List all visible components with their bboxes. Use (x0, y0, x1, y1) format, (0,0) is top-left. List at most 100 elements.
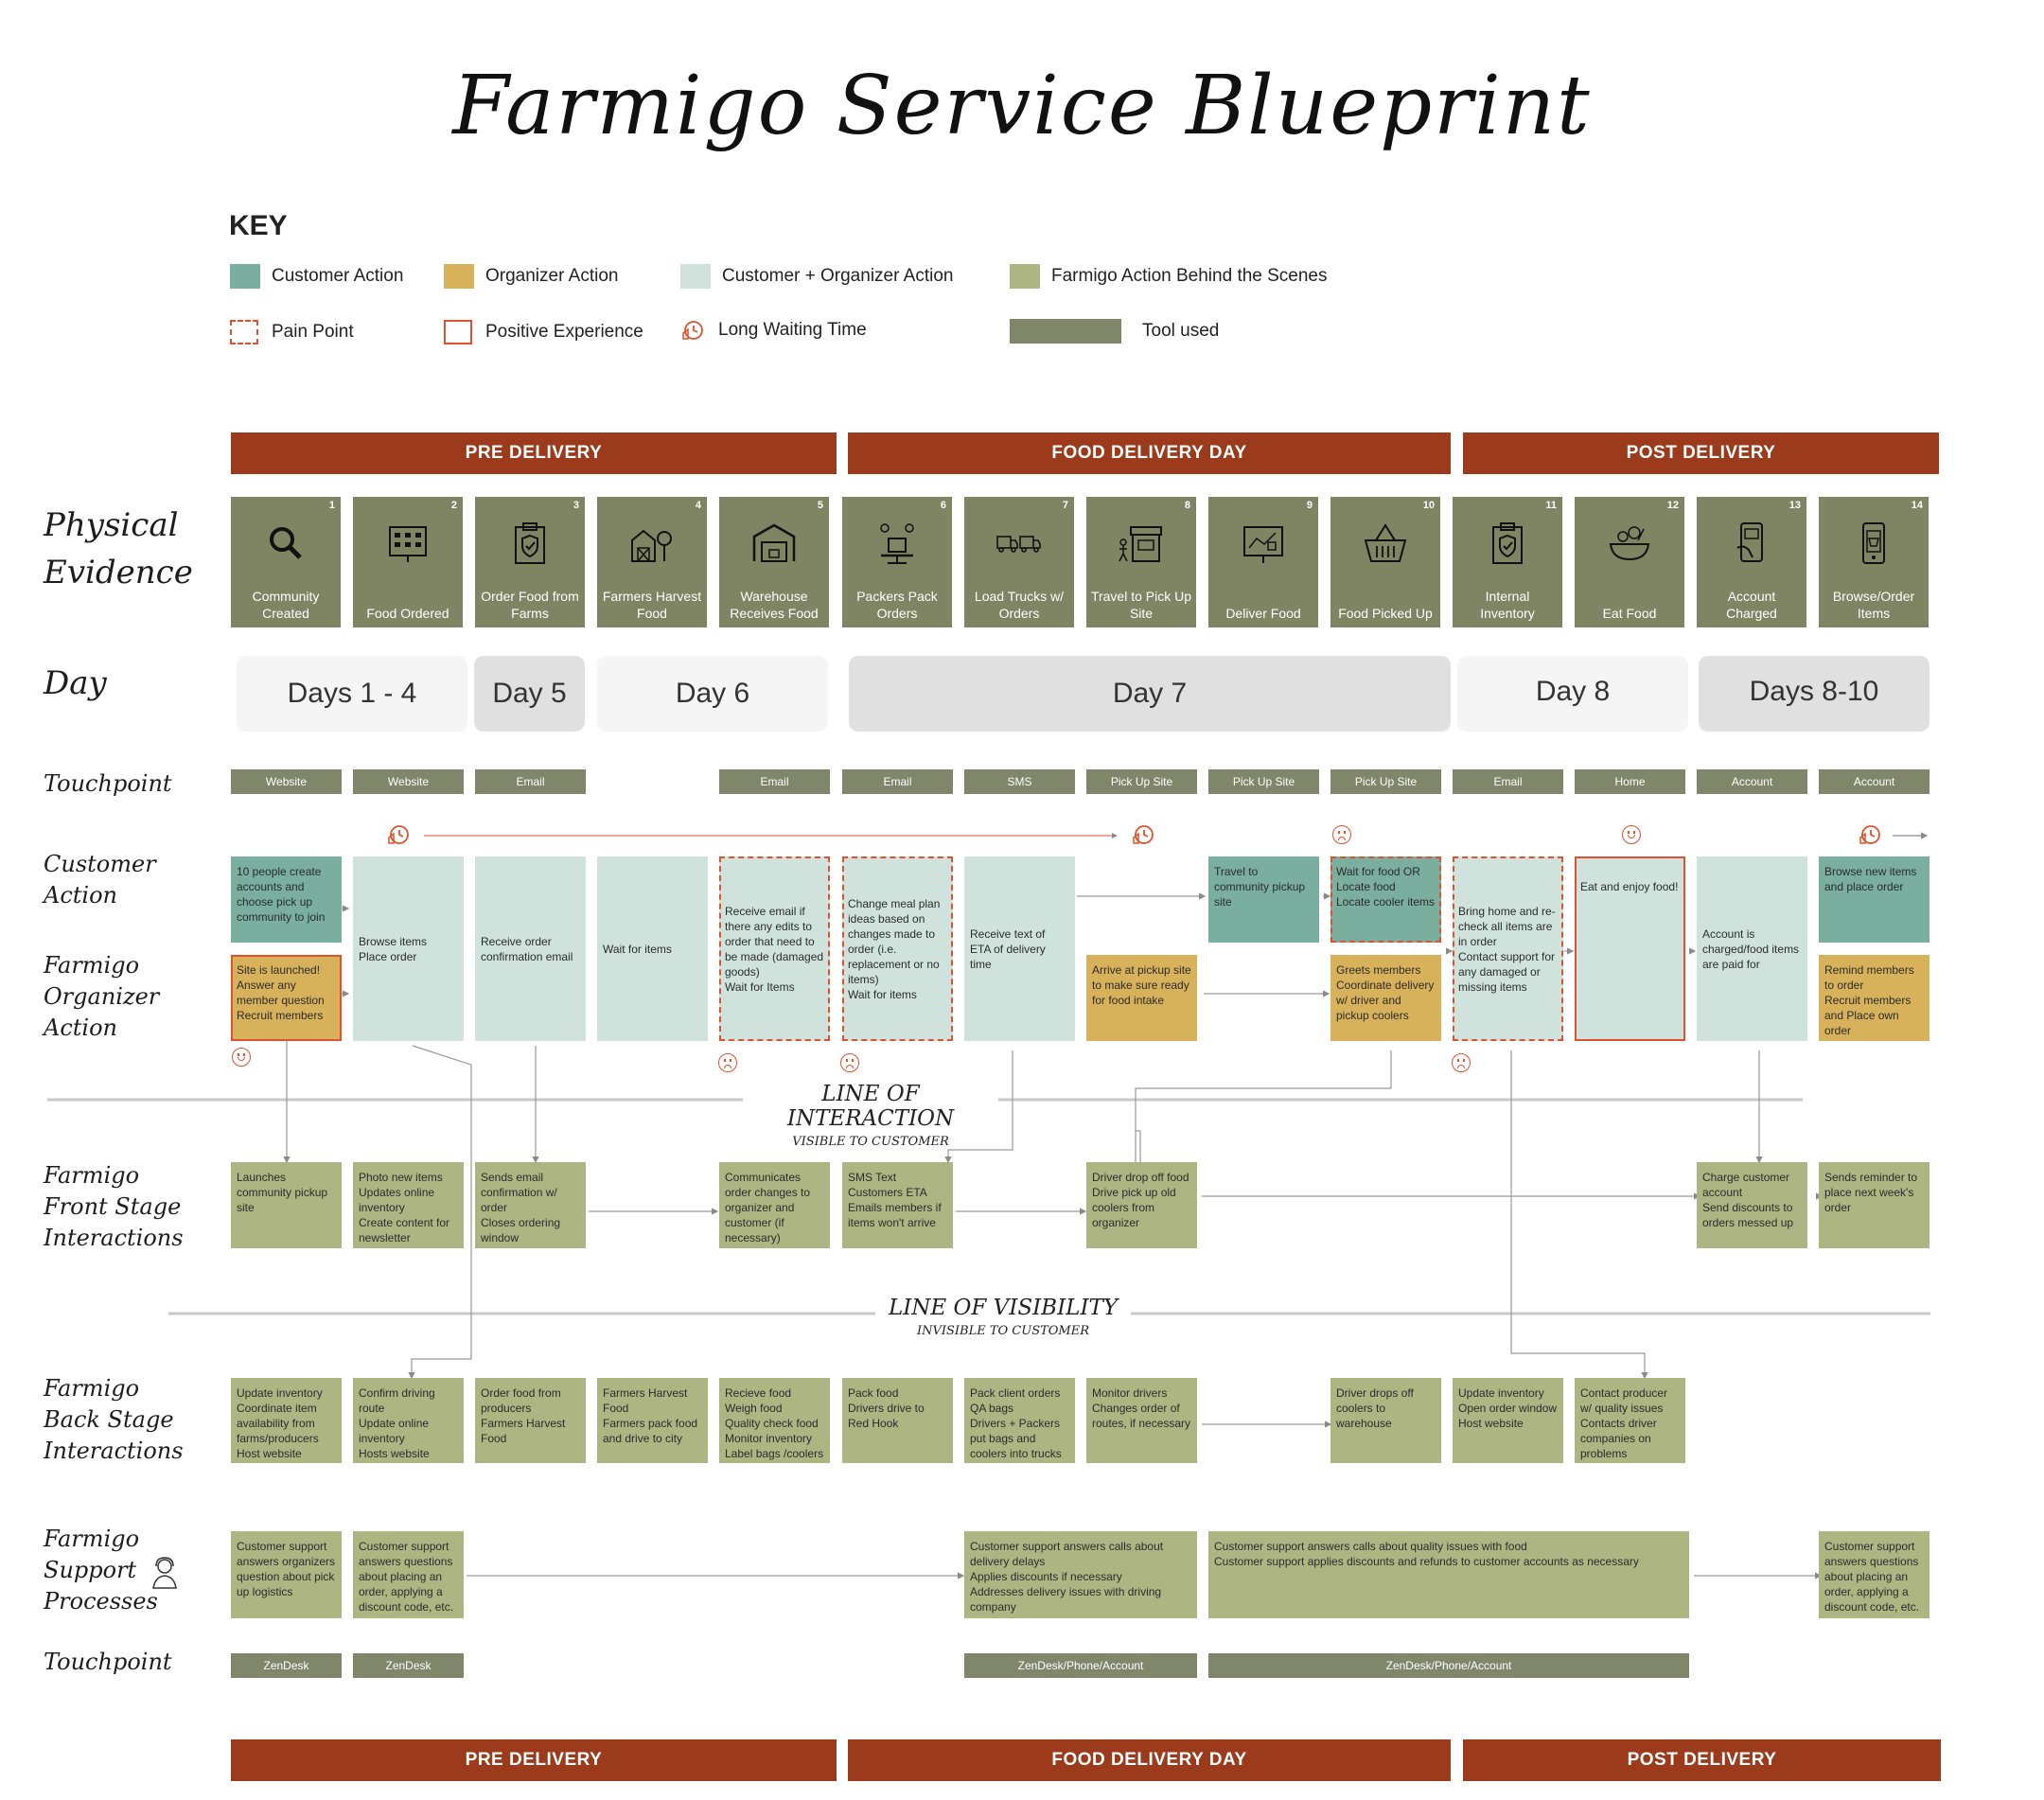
evidence-label: Travel to Pick Up Site (1090, 589, 1192, 621)
evidence-label: Browse/Order Items (1832, 589, 1915, 621)
phase-post-delivery-bottom: POST DELIVERY (1463, 1739, 1941, 1781)
tool-swatch (1010, 319, 1121, 344)
touchpoint-tag: Email (1453, 769, 1563, 794)
sad-face-icon (718, 1053, 737, 1072)
line-of-visibility-label: LINE OF VISIBILITY INVISIBLE TO CUSTOMER (880, 1296, 1126, 1338)
evidence-label: Order Food from Farms (481, 589, 579, 621)
support-touchpoint-tag: ZenDesk/Phone/Account (1208, 1653, 1689, 1678)
farmigo-swatch (1010, 264, 1040, 289)
key-pain-point: Pain Point (230, 320, 354, 344)
line-of-interaction-label: LINE OF INTERACTION VISIBLE TO CUSTOMER (752, 1082, 989, 1149)
row-label-physical-evidence: Physical Evidence (44, 506, 193, 591)
row-label-day: Day (44, 664, 107, 702)
front-stage-card: Photo new items Updates online inventory… (353, 1162, 464, 1248)
back-stage-card: Order food from producers Farmers Harves… (475, 1378, 586, 1463)
back-stage-card: Pack client orders QA bags Drivers + Pac… (964, 1378, 1075, 1463)
evidence-number: 2 (450, 500, 457, 511)
evidence-number: 14 (1911, 500, 1923, 511)
basket-icon (1364, 523, 1407, 562)
both-swatch (680, 264, 711, 289)
support-process-card: Customer support answers calls about qua… (1208, 1531, 1689, 1618)
back-stage-card: Farmers Harvest Food Farmers pack food a… (597, 1378, 708, 1463)
row-label-organizer-action: Farmigo Organizer Action (44, 952, 160, 1041)
evidence-label: Internal Inventory (1480, 589, 1535, 621)
evidence-label: Warehouse Receives Food (730, 589, 819, 621)
smile-face-icon (232, 1048, 251, 1067)
evidence-number: 9 (1306, 500, 1313, 511)
key-label: Customer + Organizer Action (722, 266, 954, 286)
evidence-label: Food Picked Up (1338, 606, 1433, 621)
customer-action-card: Browse new items and place order (1819, 856, 1929, 943)
long-wait-icon (1859, 825, 1880, 844)
evidence-number: 10 (1422, 500, 1435, 511)
back-stage-card: Update inventory Coordinate item availab… (231, 1378, 342, 1463)
key-positive-experience: Positive Experience (444, 320, 643, 344)
back-stage-card: Contact producer w/ quality issues Conta… (1575, 1378, 1685, 1463)
customer-action-card: 10 people create accounts and choose pic… (231, 856, 342, 943)
line-title: LINE OF VISIBILITY (888, 1296, 1119, 1320)
page-title: Farmigo Service Blueprint (452, 59, 1592, 153)
evidence-card-11: 11 Internal Inventory (1453, 497, 1562, 627)
evidence-card-7: 7 Load Trucks w/ Orders (964, 497, 1074, 627)
customer-action-card: Travel to community pickup site (1208, 856, 1319, 943)
sad-face-icon (1452, 1053, 1471, 1072)
support-agent-icon (152, 1557, 177, 1589)
support-touchpoint-tag: ZenDesk (231, 1653, 342, 1678)
customer-organizer-card: Wait for items (597, 856, 708, 1041)
organizer-action-card: Greets members Coordinate delivery w/ dr… (1330, 955, 1441, 1041)
touchpoint-tag: Email (719, 769, 830, 794)
storefront-icon (1119, 526, 1162, 562)
positive-swatch (444, 320, 472, 344)
evidence-label: Deliver Food (1225, 606, 1301, 621)
evidence-card-5: 5 Warehouse Receives Food (719, 497, 829, 627)
day-block: Day 7 (849, 656, 1451, 732)
evidence-number: 13 (1788, 500, 1801, 511)
key-label: Tool used (1142, 321, 1220, 341)
front-stage-card: Communicates order changes to organizer … (719, 1162, 830, 1248)
evidence-label: Community Created (252, 589, 320, 621)
evidence-number: 6 (940, 500, 946, 511)
evidence-label: Packers Pack Orders (856, 589, 938, 621)
organizer-action-card: Remind members to order Recruit members … (1819, 955, 1929, 1041)
back-stage-card: Confirm driving route Update online inve… (353, 1378, 464, 1463)
touchpoint-tag: Pick Up Site (1208, 769, 1319, 794)
key-long-waiting: Long Waiting Time (680, 318, 867, 343)
positive-experience-card: Eat and enjoy food! (1575, 856, 1685, 1041)
key-organizer-action: Organizer Action (444, 264, 618, 289)
customer-organizer-card: Browse items Place order (353, 856, 464, 1041)
row-label-customer-action: Customer Action (44, 851, 156, 909)
long-wait-icon (1133, 825, 1154, 844)
scale-package-icon (880, 523, 914, 564)
evidence-card-9: 9 Deliver Food (1208, 497, 1318, 627)
customer-organizer-card: Account is charged/food items are paid f… (1697, 856, 1807, 1041)
key-customer-action: Customer Action (230, 264, 403, 289)
evidence-number: 3 (573, 500, 579, 511)
line-subtitle: VISIBLE TO CUSTOMER (792, 1135, 949, 1149)
support-process-card: Customer support answers organizers ques… (231, 1531, 342, 1618)
day-block: Day 5 (474, 656, 585, 732)
line-title: LINE OF INTERACTION (786, 1082, 955, 1131)
clipboard-shield-icon (515, 522, 545, 564)
evidence-card-13: 13 Account Charged (1697, 497, 1806, 627)
day-block: Day 6 (597, 656, 828, 732)
evidence-number: 4 (695, 500, 701, 511)
customer-swatch (230, 264, 260, 289)
evidence-number: 11 (1545, 500, 1557, 511)
touchpoint-tag: Account (1697, 769, 1807, 794)
warehouse-icon (752, 523, 796, 562)
key-label: Farmigo Action Behind the Scenes (1051, 266, 1328, 286)
sad-face-icon (840, 1053, 859, 1072)
organizer-swatch (444, 264, 474, 289)
front-stage-card: Sends reminder to place next week's orde… (1819, 1162, 1929, 1248)
search-icon (270, 527, 302, 559)
back-stage-card: Update inventory Open order window Host … (1453, 1378, 1563, 1463)
touchpoint-tag: Pick Up Site (1330, 769, 1441, 794)
clock-hand-icon (682, 321, 703, 340)
phase-food-delivery-day-bottom: FOOD DELIVERY DAY (848, 1739, 1451, 1781)
trucks-icon (996, 536, 1041, 553)
key-label: Organizer Action (485, 266, 619, 286)
calendar-grid-icon (389, 526, 427, 562)
phase-pre-delivery: PRE DELIVERY (231, 432, 837, 474)
day-block: Day 8 (1457, 656, 1688, 732)
